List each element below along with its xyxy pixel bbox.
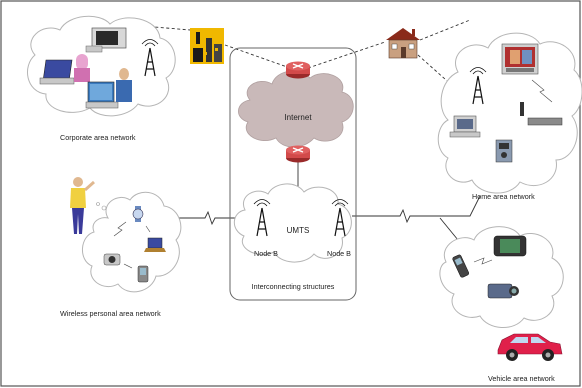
node-b-label-right: Node B bbox=[327, 249, 351, 258]
antenna-tower-icon bbox=[253, 199, 271, 237]
factory-building-icon bbox=[190, 28, 224, 64]
phone-base-icon bbox=[495, 139, 513, 163]
wireless-link-wpan-2 bbox=[145, 225, 151, 233]
router-icon bbox=[286, 145, 310, 163]
car-icon bbox=[497, 333, 563, 361]
house-icon bbox=[386, 28, 420, 59]
thought-bubble-1 bbox=[96, 202, 100, 206]
antenna-tower-icon bbox=[331, 199, 349, 237]
television-icon bbox=[501, 43, 539, 75]
gps-device-icon bbox=[493, 235, 527, 257]
watch-icon bbox=[132, 206, 144, 222]
camcorder-icon bbox=[487, 283, 519, 299]
computer-icon bbox=[85, 27, 127, 53]
antenna-tower-icon bbox=[141, 39, 159, 77]
link-corporate-factory bbox=[94, 21, 191, 31]
wpan-label: Wireless personal area network bbox=[60, 309, 161, 318]
computer-icon bbox=[85, 68, 132, 109]
corporate-cloud bbox=[26, 15, 176, 117]
remote-icon bbox=[520, 102, 524, 116]
wireless-link-wpan-1 bbox=[113, 221, 127, 237]
computer-icon bbox=[449, 115, 481, 138]
mobile-phone-icon bbox=[452, 254, 470, 278]
laptop-icon bbox=[144, 237, 166, 252]
link-umts-home bbox=[352, 195, 481, 224]
wireless-link-vehicle bbox=[473, 257, 493, 265]
internet-cloud bbox=[238, 70, 354, 148]
antenna-tower-icon bbox=[469, 67, 487, 105]
wireless-link-wpan-3 bbox=[123, 263, 133, 269]
vcr-icon bbox=[527, 117, 563, 126]
interconnecting-box bbox=[229, 47, 357, 301]
router-icon bbox=[286, 61, 310, 79]
wireless-link-home bbox=[531, 79, 553, 103]
laptop-icon bbox=[39, 54, 90, 85]
interconnecting-label: Interconnecting structures bbox=[252, 282, 335, 291]
home-label: Home area network bbox=[472, 192, 535, 201]
internet-label: Internet bbox=[284, 113, 312, 122]
link-router-house bbox=[307, 41, 386, 69]
vehicle-cloud bbox=[439, 226, 564, 328]
person-icon bbox=[70, 177, 95, 234]
corporate-label: Corporate area network bbox=[60, 133, 136, 142]
camera-icon bbox=[103, 253, 121, 266]
link-umts-vehicle bbox=[439, 217, 459, 241]
wpan-cloud bbox=[82, 191, 182, 293]
node-b-label-left: Node B bbox=[254, 249, 278, 258]
link-house-home bbox=[419, 19, 471, 41]
link-wpan-umts bbox=[165, 210, 250, 226]
thought-bubble-2 bbox=[101, 205, 107, 211]
pda-icon bbox=[137, 265, 149, 283]
vehicle-label: Vehicle area network bbox=[488, 374, 555, 383]
umts-label: UMTS bbox=[287, 226, 310, 235]
